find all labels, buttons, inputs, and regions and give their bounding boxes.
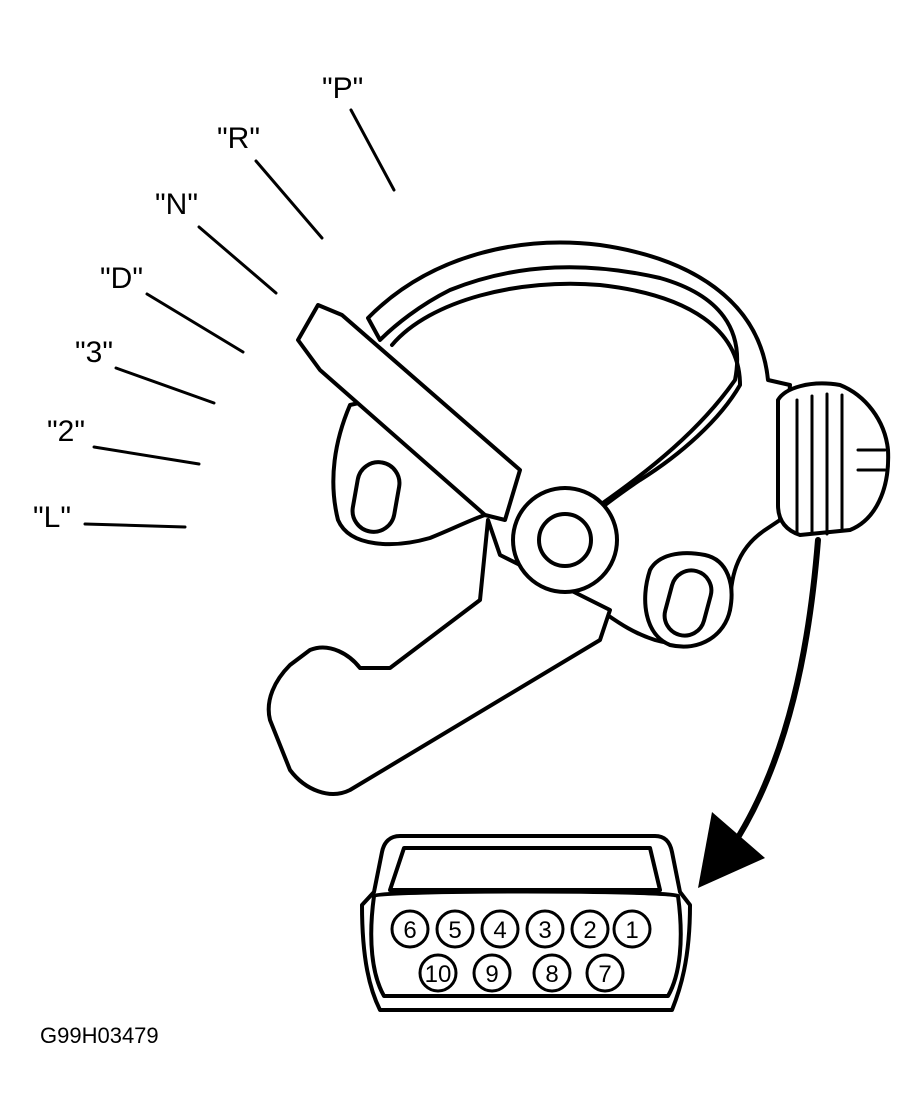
pin-label-1: 1	[625, 917, 638, 944]
pin-label-9: 9	[485, 961, 498, 988]
position-label-d: "D"	[100, 262, 143, 295]
pin-2	[570, 909, 610, 949]
pin-label-3: 3	[538, 917, 551, 944]
arrow-head-icon	[698, 812, 765, 888]
pin-3	[525, 909, 565, 949]
connector-face: 6 5 4 3 2 1 10 9 8 7	[360, 834, 692, 1012]
leader-lines	[83, 108, 396, 529]
mount-slot-left	[350, 460, 402, 534]
leader-line-d	[145, 292, 245, 354]
leader-line-2	[92, 445, 201, 466]
pin-label-4: 4	[493, 917, 506, 944]
pin-row-bottom: 10 9 8 7	[418, 953, 625, 993]
leader-line-r	[254, 159, 324, 240]
switch-body	[266, 240, 891, 796]
pin-row-top: 6 5 4 3 2 1	[390, 909, 652, 949]
pin-1	[612, 909, 652, 949]
pin-6	[390, 909, 430, 949]
leader-line-n	[197, 225, 278, 295]
figure-code: G99H03479	[40, 1023, 159, 1048]
mount-slot-right	[662, 568, 714, 638]
pin-7	[585, 953, 625, 993]
pin-label-5: 5	[448, 917, 461, 944]
pin-label-7: 7	[598, 961, 611, 988]
pin-5	[435, 909, 475, 949]
connector-arrow	[698, 537, 821, 888]
position-label-p: "P"	[322, 72, 363, 105]
pin-label-2: 2	[583, 917, 596, 944]
position-label-r: "R"	[217, 122, 260, 155]
pin-label-8: 8	[545, 961, 558, 988]
leader-line-l	[83, 522, 187, 529]
position-label-3: "3"	[75, 336, 113, 369]
pin-label-10: 10	[425, 961, 452, 988]
position-label-n: "N"	[155, 188, 198, 221]
position-label-l: "L"	[33, 501, 71, 534]
position-label-2: "2"	[47, 415, 85, 448]
pin-9	[472, 953, 512, 993]
leader-line-3	[114, 366, 216, 405]
pivot-boss-inner	[537, 512, 593, 568]
leader-line-p	[349, 108, 396, 192]
pin-10	[418, 953, 458, 993]
pin-4	[480, 909, 520, 949]
pin-label-6: 6	[403, 917, 416, 944]
pivot-boss-outer	[511, 486, 619, 594]
pin-8	[532, 953, 572, 993]
